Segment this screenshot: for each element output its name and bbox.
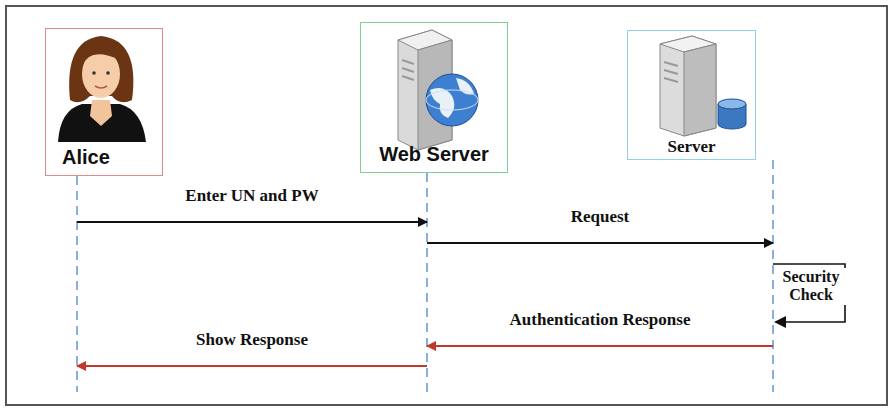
message-arrow — [427, 345, 773, 347]
database-server-icon — [660, 36, 746, 136]
message-label: Enter UN and PW — [183, 186, 320, 206]
message-label: Authentication Response — [508, 310, 693, 330]
node-label: Web Server — [379, 143, 489, 166]
server-box: Server — [627, 30, 756, 160]
web-server-icon — [398, 30, 478, 150]
node-label: Server — [667, 137, 715, 157]
message-arrow — [77, 365, 427, 367]
lifelines — [77, 160, 773, 392]
web-server-box: Web Server — [360, 22, 508, 173]
actor-box: Alice — [45, 28, 163, 176]
message-arrow — [77, 221, 427, 223]
self-loop-arrow — [773, 264, 845, 328]
figure-frame — [6, 6, 887, 405]
message-label: Show Response — [194, 330, 310, 350]
step-note: Security Check — [776, 268, 846, 305]
person-icon — [58, 36, 146, 142]
message-arrow — [427, 242, 773, 244]
message-label: Request — [569, 207, 632, 227]
node-label: Alice — [62, 146, 110, 169]
